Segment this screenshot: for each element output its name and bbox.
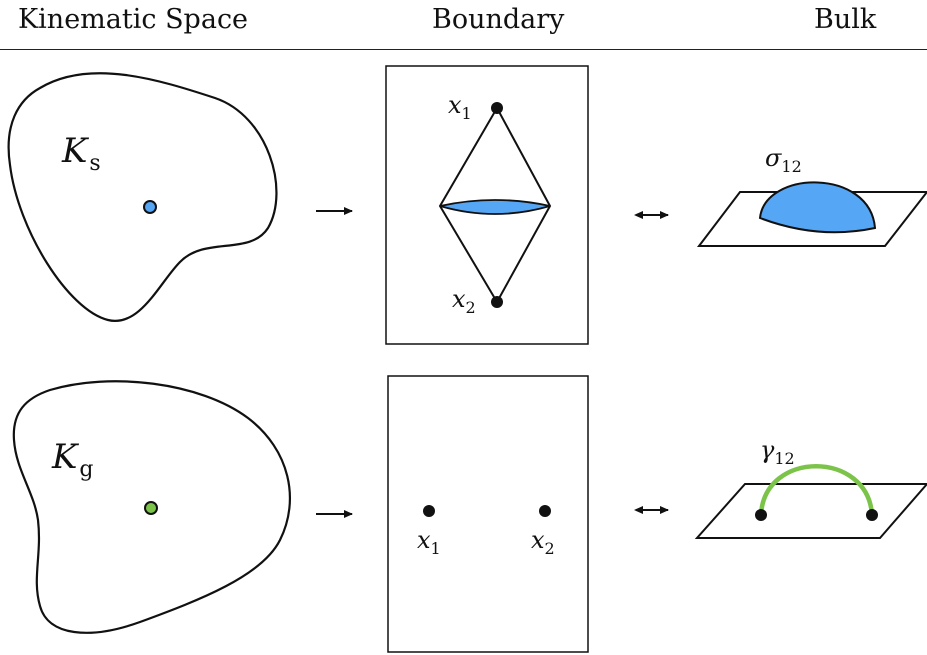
kinematic-point-green	[144, 501, 158, 515]
header-kinematic-space: Kinematic Space	[18, 4, 249, 35]
boundary-point-x2	[491, 296, 503, 308]
row-spacelike: Ks x1 x2 σ12	[7, 65, 927, 345]
row-geodesic: Kg x1 x2 γ12	[12, 375, 927, 653]
kinematic-point-blue	[143, 200, 157, 214]
boundary-point-x2	[539, 505, 551, 517]
boundary-box-2	[387, 375, 589, 653]
boundary-box-1	[385, 65, 589, 345]
boundary-label-x2: x2	[531, 526, 555, 558]
header-bulk: Bulk	[814, 4, 877, 35]
diamond-disc-blue	[439, 199, 551, 215]
boundary-label-x1: x1	[448, 91, 472, 123]
boundary-label-x2: x2	[452, 285, 476, 317]
boundary-point-x1	[491, 102, 503, 114]
bulk-endpoint-1	[755, 509, 767, 521]
header-boundary: Boundary	[432, 4, 565, 35]
bulk-label-sigma: σ12	[765, 144, 802, 176]
bulk-endpoint-2	[866, 509, 878, 521]
bulk-geodesic-green	[758, 464, 875, 516]
bulk-hemisphere-blue	[758, 181, 877, 234]
bulk-label-gamma: γ12	[760, 436, 795, 468]
boundary-label-x1: x1	[417, 526, 441, 558]
kinematic-region-s	[7, 72, 278, 322]
kinematic-label-g: Kg	[51, 437, 94, 482]
header-divider	[0, 49, 927, 50]
bulk-plane-2	[694, 483, 927, 539]
kinematic-label-s: Ks	[61, 131, 101, 176]
kinematic-region-g	[12, 380, 291, 634]
boundary-point-x1	[423, 505, 435, 517]
